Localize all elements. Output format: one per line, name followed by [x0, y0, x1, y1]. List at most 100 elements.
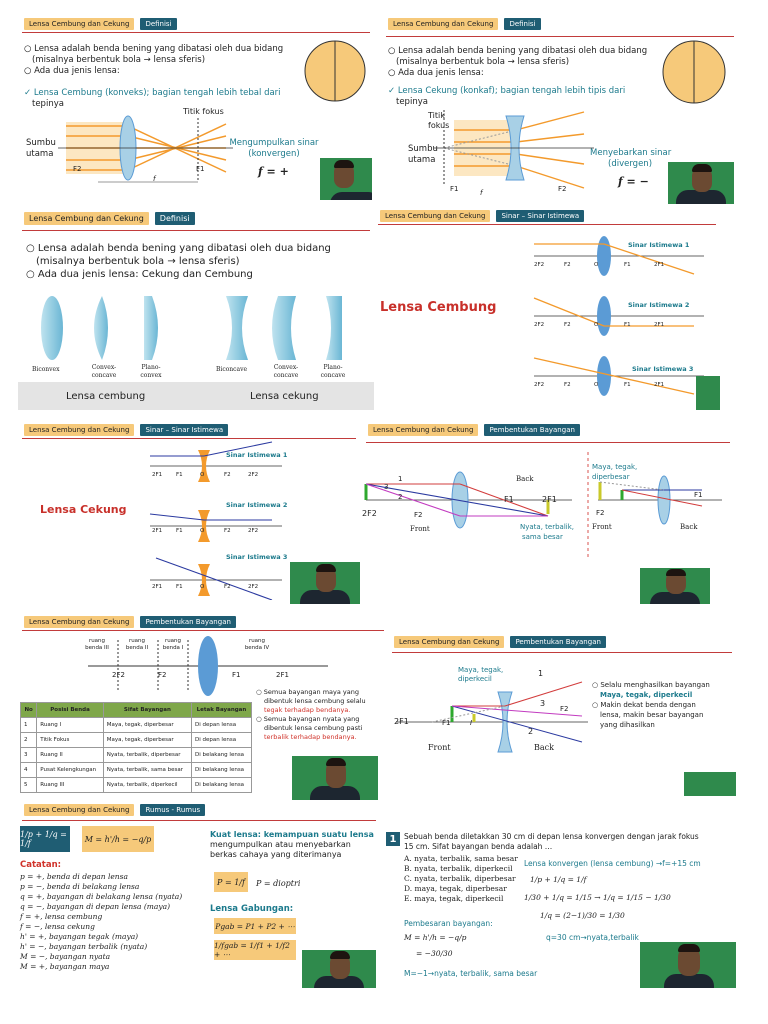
- answer-option[interactable]: A. nyata, terbalik, sama besar: [404, 854, 518, 863]
- divider: [386, 36, 734, 37]
- power-unit: P = dioptri: [256, 879, 301, 888]
- virtual-label: Maya, tegak,: [592, 463, 638, 471]
- text-line: ○ Lensa adalah benda bening yang dibatas…: [26, 243, 331, 254]
- lens-type-label: Plano-concave: [320, 364, 346, 379]
- note-line: yang dihasilkan: [600, 721, 655, 729]
- table-cell: 5: [19, 777, 38, 793]
- answer-option[interactable]: C. nyata, terbalik, diperbesar: [404, 874, 516, 883]
- table-cell: Nyata, terbalik, diperkecil: [102, 777, 192, 793]
- axis-tick: F2: [224, 528, 231, 534]
- result-label: Nyata, terbalik,: [520, 523, 574, 531]
- note-line: lensa, makin besar bayangan: [600, 711, 704, 719]
- axis-tick: F1: [176, 528, 183, 534]
- note-line: terbalik terhadap bendanya.: [264, 733, 357, 741]
- power-equation: P = 1/f: [214, 872, 248, 892]
- divider: [22, 230, 370, 231]
- text-line: ○ Ada dua jenis lensa:: [24, 66, 120, 76]
- f1-label: F1: [694, 491, 703, 499]
- axis-tick: O: [594, 262, 599, 268]
- question-number: 1: [386, 832, 400, 846]
- table-cell: Nyata, terbalik, sama besar: [102, 762, 192, 778]
- back-label: Back: [516, 475, 534, 483]
- virtual-label: diperbesar: [592, 473, 630, 481]
- table-cell: Maya, tegak, diperbesar: [102, 717, 192, 733]
- answer-option[interactable]: D. maya, tegak, diperbesar: [404, 884, 507, 893]
- 2f2-label: 2F2: [362, 509, 377, 518]
- table-cell: Ruang I: [36, 717, 104, 733]
- text-line: (misalnya berbentuk bola → lensa sferis): [396, 57, 570, 67]
- presenter-webcam: [668, 162, 734, 204]
- answer-option[interactable]: E. maya, tegak, diperkecil: [404, 894, 504, 903]
- divider: [22, 32, 370, 33]
- ray-label: Sinar Istimewa 3: [632, 365, 694, 373]
- axis-tick: F1: [624, 322, 631, 328]
- axis-tick: 2F2: [248, 528, 259, 534]
- divider: [366, 442, 730, 443]
- note-line: tegak terhadap bendanya.: [264, 706, 351, 714]
- axis-tick: F1: [624, 382, 631, 388]
- result-label: diperkecil: [458, 675, 492, 683]
- text-line: Kuat lensa: kemampuan suatu lensa: [210, 830, 374, 839]
- divider: [378, 224, 716, 225]
- section-tag: Sinar – Sinar Istimewa: [140, 424, 229, 436]
- convex-caption: Lensa cembung: [66, 391, 146, 402]
- table-cell: 3: [19, 747, 38, 763]
- sign-note: p = −, benda di belakang lensa: [20, 882, 140, 891]
- table-cell: Pusat Kelengkungan: [36, 762, 104, 778]
- answer-option[interactable]: B. nyata, terbalik, diperkecil: [404, 864, 513, 873]
- ray-label: Sinar Istimewa 1: [226, 451, 288, 459]
- image-label: I: [470, 719, 473, 727]
- topic-tag: Lensa Cembung dan Cekung: [368, 424, 479, 436]
- f2-label: F2: [596, 509, 605, 517]
- combined-power-equation: Pgab = P1 + P2 + ⋯: [214, 918, 296, 934]
- text-line: (misalnya berbentuk bola → lensa sferis): [32, 55, 206, 65]
- axis-tick: O: [594, 382, 599, 388]
- table-cell: 2: [19, 732, 38, 748]
- sign-note: h' = +, bayangan tegak (maya): [20, 932, 139, 941]
- sign-note: f = +, lensa cembung: [20, 912, 103, 921]
- table-header: Posisi Benda: [36, 702, 104, 718]
- f1-label: F1: [442, 719, 451, 727]
- ray-label: Sinar Istimewa 2: [628, 301, 690, 309]
- question-text: 15 cm. Sifat bayangan benda adalah …: [404, 842, 553, 851]
- working-result: q=30 cm→nyata,terbalik: [546, 933, 639, 942]
- converging-note: Mengumpulkan sinar (konvergen): [229, 138, 319, 159]
- axis-tick: 2F1: [152, 472, 163, 478]
- axis-tick: F2: [564, 322, 571, 328]
- slide-convex-special-rays: Lensa Cembung dan Cekung Sinar – Sinar I…: [374, 206, 720, 410]
- result-label: sama besar: [522, 533, 563, 541]
- lens-equation: 1/p + 1/q = 1/f: [20, 826, 70, 852]
- section-tag: Definisi: [154, 212, 195, 225]
- concave-image-diagram: [396, 681, 588, 753]
- axis-tick: 2F1: [654, 322, 665, 328]
- slide-image-table: Lensa Cembung dan Cekung Pembentukan Bay…: [18, 612, 388, 802]
- f2-label: F2: [414, 511, 423, 519]
- note-line: ○ Makin dekat benda dengan: [592, 701, 696, 709]
- presenter-webcam: [696, 376, 720, 410]
- slide-formulas: Lensa Cembung dan Cekung Rumus - Rumus 1…: [18, 800, 380, 988]
- combined-focal-equation: 1/fgab = 1/f1 + 1/f2 + ⋯: [214, 940, 296, 960]
- magnification-heading: Pembesaran bayangan:: [404, 919, 493, 928]
- ray-label: Sinar Istimewa 2: [226, 501, 288, 509]
- table-header: Letak Bayangan: [190, 702, 253, 718]
- lens-shapes-diagram: [41, 296, 342, 360]
- axis-tick: O: [200, 584, 205, 590]
- presenter-webcam: [320, 158, 372, 200]
- slide-header: Lensa Cembung dan Cekung Definisi: [388, 18, 541, 30]
- ray-number: 1: [538, 669, 544, 678]
- axis-tick: 2F2: [534, 322, 545, 328]
- note-line: ○ Semua bayangan maya yang: [256, 688, 360, 696]
- front-label: Front: [410, 525, 430, 533]
- sign-note: q = −, bayangan di depan lensa (maya): [20, 902, 171, 911]
- sphere-icon: [304, 40, 366, 102]
- notes-heading: Catatan:: [20, 860, 62, 870]
- slide-convex-image-formation: Lensa Cembung dan Cekung Pembentukan Bay…: [362, 420, 734, 604]
- text-line: ○ Lensa adalah benda bening yang dibatas…: [388, 46, 648, 56]
- presenter-webcam: [292, 756, 378, 800]
- axis-tick: 2F2: [248, 584, 259, 590]
- table-cell: Di depan lensa: [190, 717, 253, 733]
